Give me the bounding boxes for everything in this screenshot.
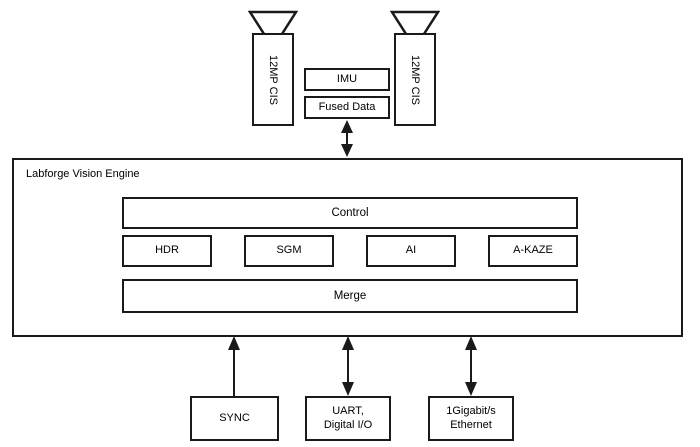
sensor-label-right: 12MP CIS	[409, 54, 421, 105]
pipeline-block-a-kaze[interactable]: A-KAZE	[488, 235, 578, 267]
lens-triangle-icon-left	[248, 10, 298, 50]
pipeline-block-sgm[interactable]: SGM	[244, 235, 334, 267]
connector-ethernet-to-engine	[465, 336, 477, 396]
connector-uart-to-engine	[342, 336, 354, 396]
lens-triangle-icon-right	[390, 10, 440, 50]
interface-block-ethernet[interactable]: 1Gigabit/s Ethernet	[428, 396, 514, 441]
control-block[interactable]: Control	[122, 197, 578, 229]
connector-fused-data-to-engine	[341, 120, 353, 157]
sensor-block-left[interactable]: 12MP CIS	[252, 33, 294, 126]
fused-data-block[interactable]: Fused Data	[304, 96, 390, 119]
interface-block-uart[interactable]: UART, Digital I/O	[305, 396, 391, 441]
sensor-label-left: 12MP CIS	[267, 54, 279, 105]
interface-block-sync[interactable]: SYNC	[190, 396, 279, 441]
merge-block[interactable]: Merge	[122, 279, 578, 313]
pipeline-block-ai[interactable]: AI	[366, 235, 456, 267]
engine-title: Labforge Vision Engine	[26, 168, 140, 180]
connector-sync-to-engine	[228, 336, 240, 396]
imu-block[interactable]: IMU	[304, 68, 390, 91]
pipeline-block-hdr[interactable]: HDR	[122, 235, 212, 267]
sensor-block-right[interactable]: 12MP CIS	[394, 33, 436, 126]
